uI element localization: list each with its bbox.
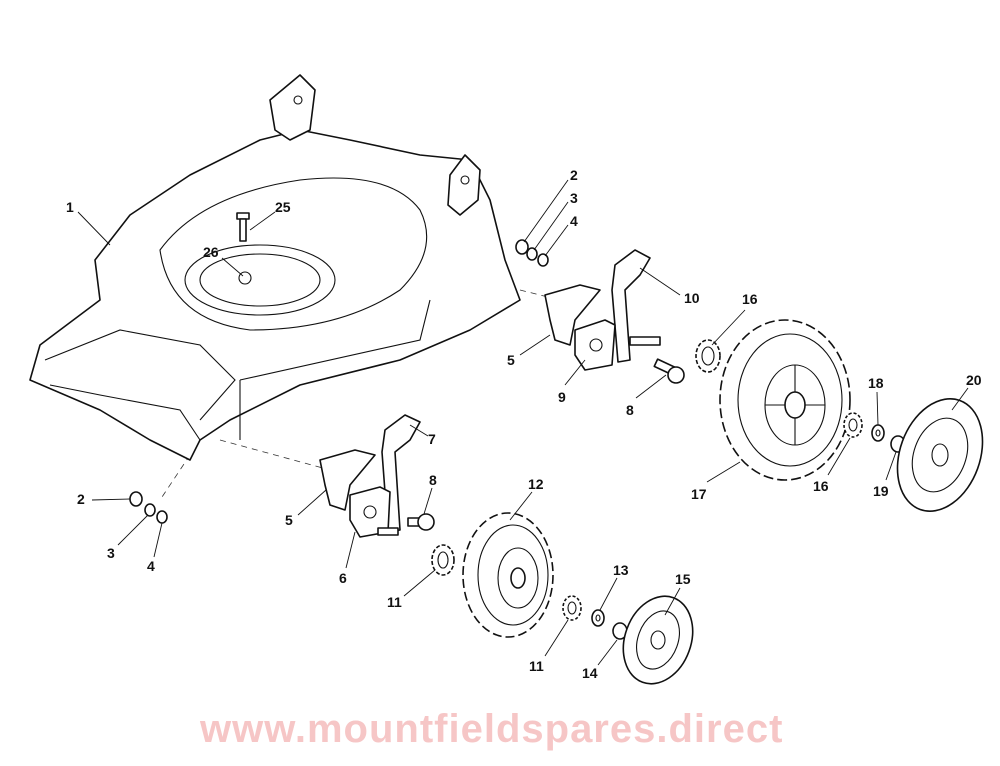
callouts: 1 25 26 2 3 4 10 16 5 9 8 18 20 16 17 19… [66,167,982,681]
front-height-lever [319,414,421,538]
bearing-rear [843,412,863,438]
callout-20: 20 [966,372,982,388]
callout-12: 12 [528,476,544,492]
bearing-front [562,595,582,621]
nut-washer-set-front [129,491,168,524]
callout-15: 15 [675,571,691,587]
callout-18: 18 [868,375,884,391]
hub-cap-rear [896,398,984,512]
callout-5: 5 [285,512,293,528]
callout-10: 10 [684,290,700,306]
front-wheel [462,512,554,638]
callout-2: 2 [570,167,578,183]
callout-13: 13 [613,562,629,578]
bolt [236,212,250,242]
callout-4: 4 [570,213,578,229]
hub-cap-front [622,595,694,685]
rear-height-lever [544,249,661,371]
callout-3: 3 [570,190,578,206]
callout-5: 5 [507,352,515,368]
callout-11: 11 [387,594,402,610]
callout-16: 16 [813,478,829,494]
callout-19: 19 [873,483,889,499]
callout-9: 9 [558,389,566,405]
callout-4: 4 [147,558,155,574]
washer-13 [591,609,605,627]
callout-3: 3 [107,545,115,561]
callout-2: 2 [77,491,85,507]
mower-deck [29,74,521,461]
axle-bolt-front [407,513,435,531]
callout-7: 7 [428,431,436,447]
callout-26: 26 [203,244,219,260]
watermark: www.mountfieldspares.direct [199,707,783,751]
rear-wheel [719,319,851,481]
callout-11: 11 [529,658,544,674]
callout-8: 8 [626,402,634,418]
drive-pinion-rear [695,339,721,373]
callout-16: 16 [742,291,758,307]
callout-25: 25 [275,199,291,215]
washer-18 [871,424,885,442]
callout-6: 6 [339,570,347,586]
callout-8: 8 [429,472,437,488]
callout-1: 1 [66,199,74,215]
drive-pinion-front [431,544,455,576]
callout-14: 14 [582,665,598,681]
nut-washer-set-rear [515,239,549,267]
axle-bolt-rear [653,358,685,384]
leader-lines [77,179,969,666]
callout-17: 17 [691,486,707,502]
